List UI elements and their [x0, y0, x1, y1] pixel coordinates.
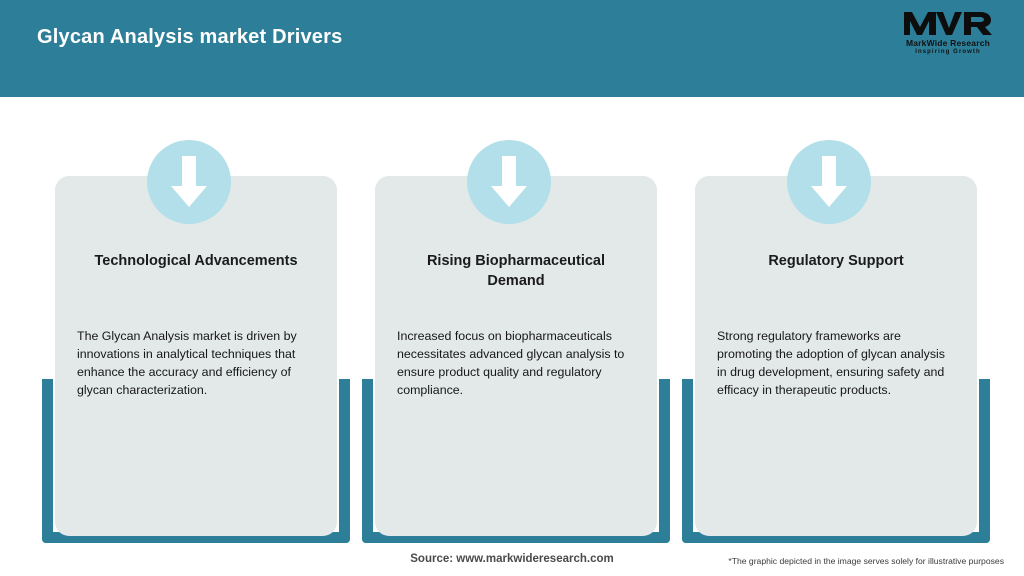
- source-label: Source: www.markwideresearch.com: [410, 553, 614, 565]
- card-badge-circle: [467, 140, 551, 224]
- card-description: The Glycan Analysis market is driven by …: [77, 329, 297, 397]
- brand-logo: MarkWide Research Inspiring Growth: [890, 9, 1006, 61]
- driver-card-1: Technological Advancements The Glycan An…: [42, 97, 360, 576]
- logo-company-name: MarkWide Research: [905, 38, 991, 48]
- card-badge-circle: [147, 140, 231, 224]
- page-title: Glycan Analysis market Drivers: [37, 26, 343, 48]
- card-frame-accent: [42, 379, 350, 543]
- card-title: Regulatory Support: [768, 253, 904, 269]
- driver-card-3: Regulatory Support Strong regulatory fra…: [682, 97, 1000, 576]
- card-title: Rising Biopharmaceutical Demand: [426, 253, 606, 289]
- card-panel: Technological Advancements The Glycan An…: [55, 176, 337, 536]
- driver-card-2: Rising Biopharmaceutical Demand Increase…: [362, 97, 680, 576]
- card-frame-accent: [682, 379, 990, 543]
- card-panel: Rising Biopharmaceutical Demand Increase…: [375, 176, 657, 536]
- card-title: Technological Advancements: [94, 253, 298, 269]
- card-description: Increased focus on biopharmaceuticals ne…: [397, 329, 625, 397]
- disclaimer-label: *The graphic depicted in the image serve…: [728, 556, 1004, 566]
- drivers-card-stage: Technological Advancements The Glycan An…: [0, 97, 1024, 576]
- header-bar: Glycan Analysis market Drivers MarkWide …: [0, 0, 1024, 97]
- card-description: Strong regulatory frameworks are promoti…: [717, 329, 945, 397]
- card-badge-circle: [787, 140, 871, 224]
- logo-mark-icon: [890, 9, 1006, 37]
- card-panel: Regulatory Support Strong regulatory fra…: [695, 176, 977, 536]
- logo-tagline: Inspiring Growth: [915, 49, 981, 55]
- card-frame-accent: [362, 379, 670, 543]
